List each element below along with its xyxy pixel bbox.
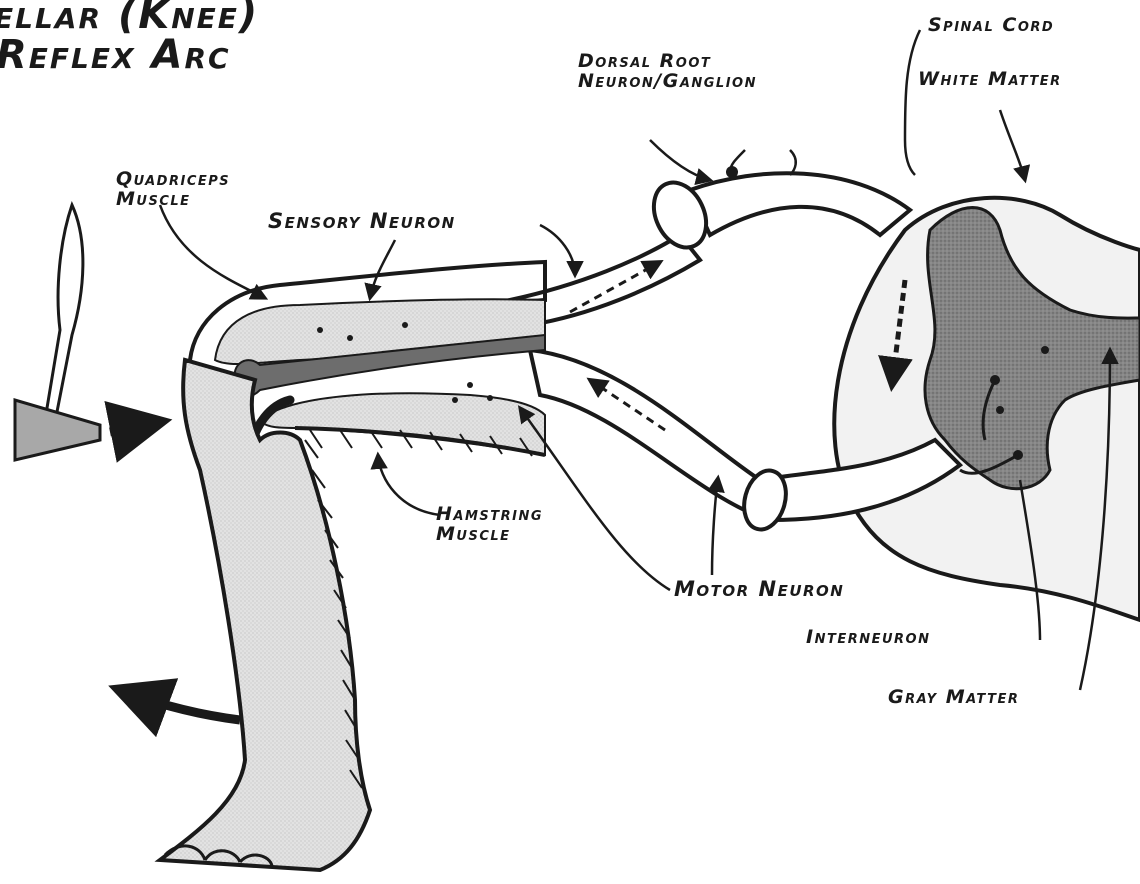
label-interneuron: Interneuron (806, 628, 930, 648)
motor-nerve-tube (530, 350, 770, 520)
label-sensory-neuron: Sensory Neuron (268, 210, 456, 232)
diagram-title-line-2: Reflex Arc (0, 34, 231, 76)
label-white-matter: White Matter (918, 70, 1062, 90)
kick-arrow (120, 690, 240, 720)
label-spinal-cord: Spinal Cord (928, 16, 1054, 36)
label-quadriceps-muscle: Quadriceps Muscle (116, 170, 230, 210)
diagram-title-line-1: ellar (Knee) (0, 0, 259, 36)
label-motor-neuron: Motor Neuron (674, 578, 844, 600)
label-gray-matter: Gray Matter (888, 688, 1019, 708)
lower-leg (160, 360, 370, 870)
dorsal-root (690, 173, 910, 235)
reflex-hammer-handle (45, 205, 83, 422)
label-hamstring-muscle: Hamstring Muscle (436, 505, 543, 545)
label-dorsal-root-ganglion: Dorsal Root Neuron/Ganglion (578, 52, 757, 92)
strike-arrow (110, 422, 160, 432)
